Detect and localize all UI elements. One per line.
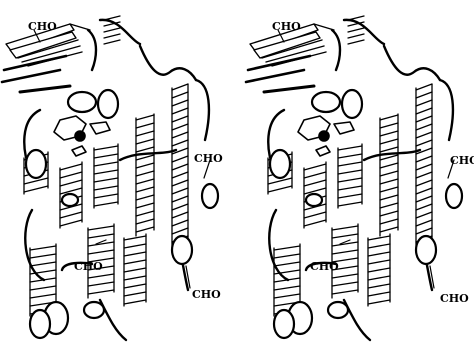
cho-label: CHO — [74, 260, 103, 273]
stereo-view-right: CHO CHO CHO CHO — [246, 16, 474, 340]
cho-label: CHO — [272, 20, 301, 33]
cho-label: CHO — [440, 292, 469, 305]
cho-label: CHO — [192, 288, 221, 301]
stereo-view-left: CHO CHO CHO CHO — [2, 16, 223, 340]
cho-label: CHO — [194, 152, 223, 165]
cho-label: CHO — [310, 260, 339, 273]
cho-label: CHO — [450, 154, 474, 167]
cho-label: CHO — [28, 20, 57, 33]
